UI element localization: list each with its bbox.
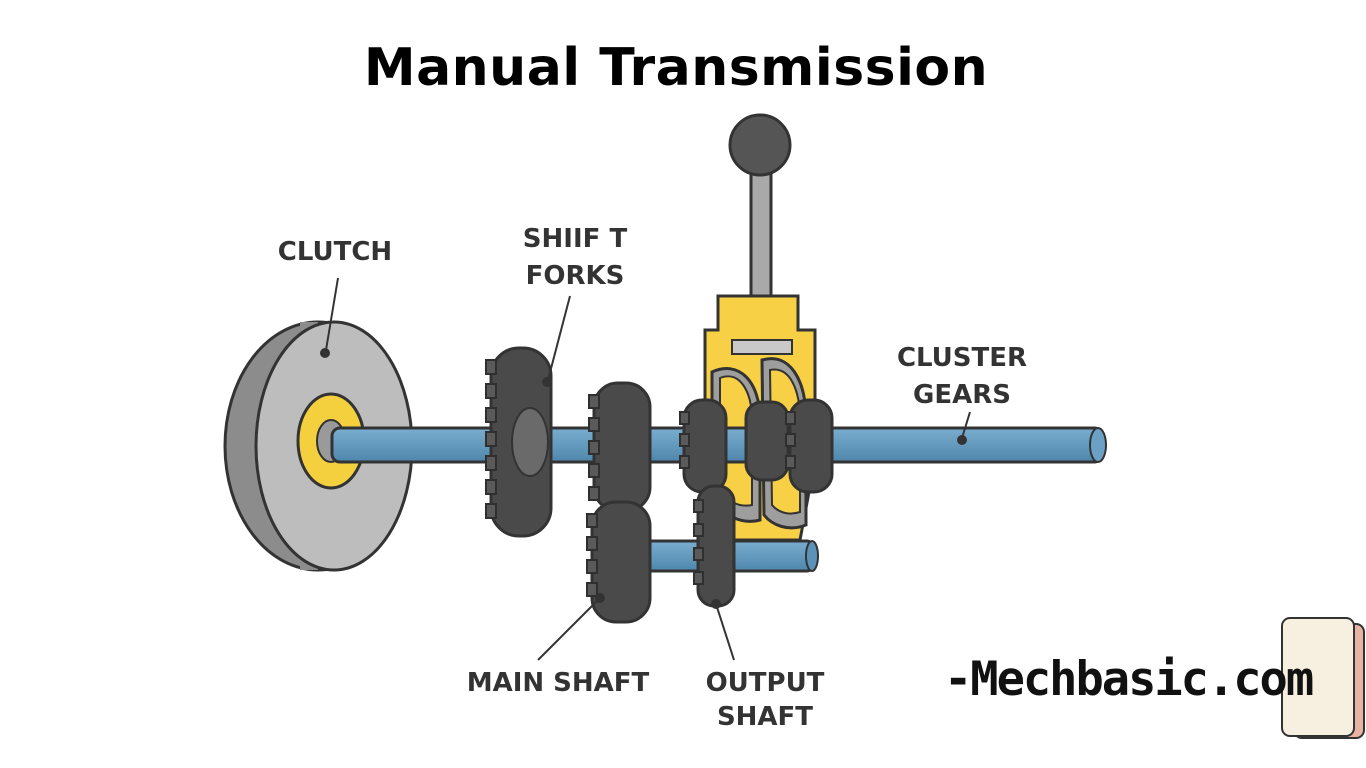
gear-6 xyxy=(744,400,790,482)
gear-3 xyxy=(586,500,652,624)
label-shift-forks-2: FORKS xyxy=(526,261,625,291)
label-cluster-gears-2: GEARS xyxy=(913,380,1011,410)
gear-shift-lever xyxy=(728,113,792,310)
watermark-card xyxy=(1281,617,1365,739)
leader-lines xyxy=(320,277,971,661)
gear-2 xyxy=(588,381,652,513)
gear-7 xyxy=(785,398,834,494)
shift-knob xyxy=(728,113,792,177)
watermark-text: -Mechbasic.com xyxy=(944,652,1314,707)
gear-1 xyxy=(485,346,553,538)
label-clutch: CLUTCH xyxy=(278,237,392,267)
label-main-shaft: MAIN SHAFT xyxy=(467,668,650,698)
gear-4 xyxy=(679,398,728,494)
label-output-shaft-2: SHAFT xyxy=(717,702,813,732)
label-output-shaft-1: OUTPUT xyxy=(706,668,825,698)
diagram-title: Manual Transmission xyxy=(363,38,989,98)
label-cluster-gears-1: CLUSTER xyxy=(897,343,1027,373)
label-shift-forks-1: SHIIF T xyxy=(523,224,628,254)
gear-5 xyxy=(693,484,736,608)
